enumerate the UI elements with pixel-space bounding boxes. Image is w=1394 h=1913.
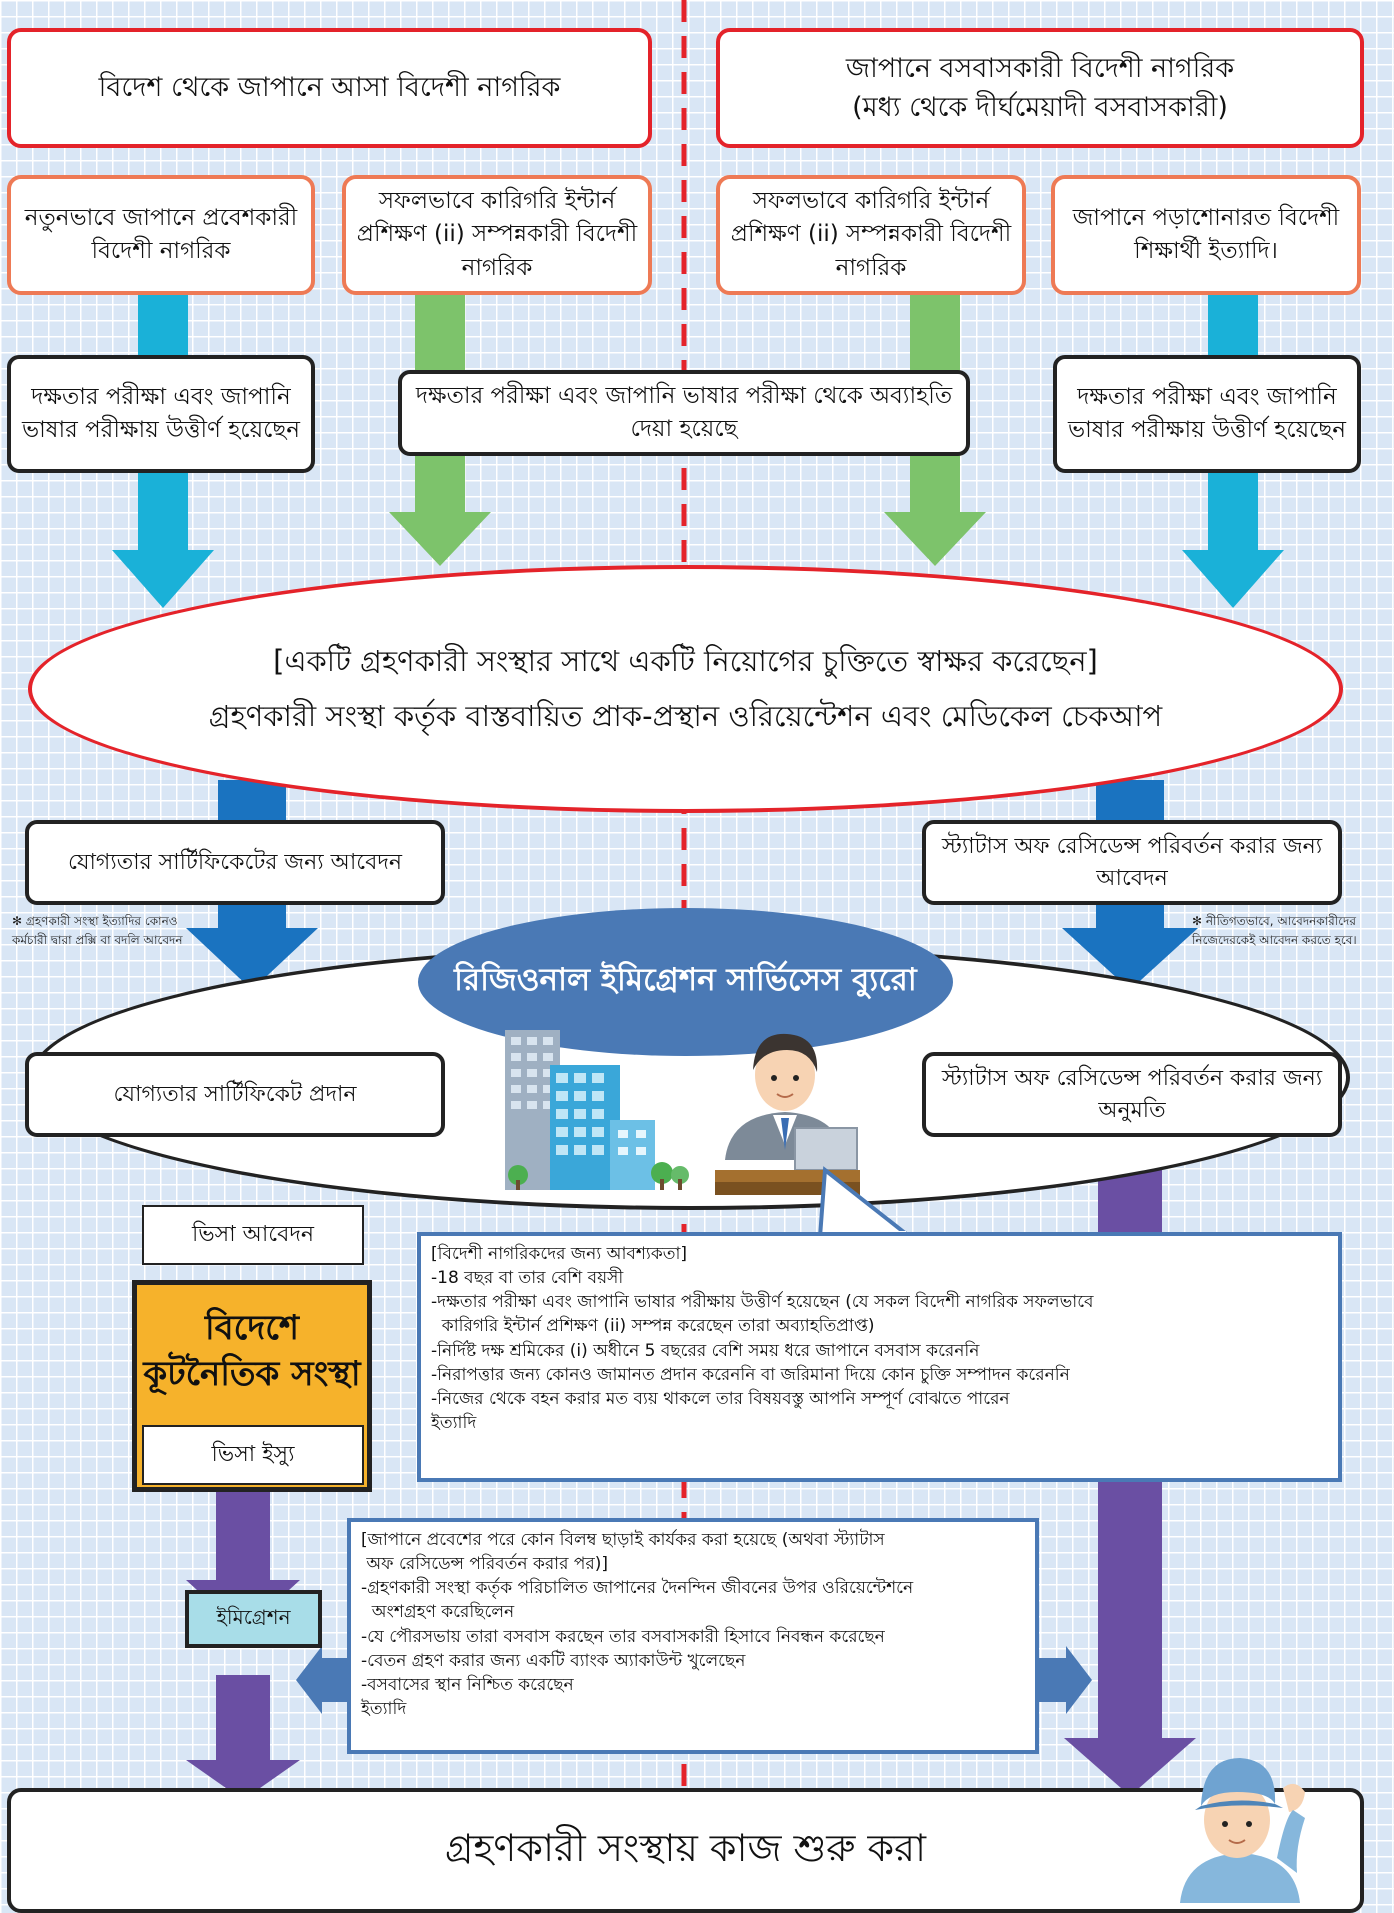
requirements-box: [বিদেশী নাগরিকদের জন্য আবশ্যকতা] -18 বছর … [417, 1232, 1342, 1482]
immigration-box: ইমিগ্রেশন [185, 1590, 322, 1648]
requirements-line: কারিগরি ইন্টার্ন প্রশিক্ষণ (ii) সম্পন্ন … [431, 1316, 875, 1337]
arrow-left-cyan-head [112, 550, 214, 608]
source-tit-left: সফলভাবে কারিগরি ইন্টার্ন প্রশিক্ষণ (ii) … [342, 175, 652, 295]
coe-apply-text: যোগ্যতার সার্টিফিকেটের জন্য আবেদন [67, 849, 403, 875]
self-apply-note: ✻ নীতিগতভাবে, আবেদনকারীদের নিজেদেরকেই আব… [1192, 914, 1357, 947]
arrow-right-cyan-head [1182, 550, 1284, 608]
source-new-entrant: নতুনভাবে জাপানে প্রবেশকারী বিদেশী নাগরিক [7, 175, 315, 295]
requirements-line: ইত্যাদি [431, 1412, 477, 1433]
exam-passed-right-text: দক্ষতার পরীক্ষা এবং জাপানি ভাষার পরীক্ষা… [1067, 383, 1347, 443]
exam-exempt: দক্ষতার পরীক্ষা এবং জাপানি ভাষার পরীক্ষা… [398, 370, 970, 456]
arrow-immig-purple-shaft [216, 1675, 270, 1765]
visa-apply-text: ভিসা আবেদন [191, 1221, 315, 1247]
bureau-title: রিজিওনাল ইমিগ্রেশন সার্ভিসেস ব্যুরো [454, 962, 917, 998]
requirements-line: -18 বছর বা তার বেশি বয়সী [431, 1268, 624, 1289]
right-pointer-arrow [1036, 1646, 1092, 1714]
final-box: গ্রহণকারী সংস্থায় কাজ শুরু করা [7, 1788, 1364, 1913]
exam-passed-right: দক্ষতার পরীক্ষা এবং জাপানি ভাষার পরীক্ষা… [1053, 355, 1361, 473]
after-entry-line: ইত্যাদি [361, 1698, 407, 1719]
exam-passed-left-text: দক্ষতার পরীক্ষা এবং জাপানি ভাষার পরীক্ষা… [21, 383, 301, 443]
coe-apply-box: যোগ্যতার সার্টিফিকেটের জন্য আবেদন [25, 820, 445, 905]
source-tit-right-text: সফলভাবে কারিগরি ইন্টার্ন প্রশিক্ষণ (ii) … [730, 187, 1012, 281]
arrow-left-blue-head [186, 928, 318, 990]
source-new-entrant-text: নতুনভাবে জাপানে প্রবেশকারী বিদেশী নাগরিক [24, 204, 298, 264]
visa-apply-box: ভিসা আবেদন [142, 1205, 364, 1265]
requirements-line: -নিরাপত্তার জন্য কোনও জামানত প্রদান করেন… [431, 1364, 1070, 1385]
after-entry-line: [জাপানে প্রবেশের পরে কোন বিলম্ব ছাড়াই ক… [361, 1530, 885, 1550]
status-change-apply-box: স্ট্যাটাস অফ রেসিডেন্স পরিবর্তন করার জন্… [922, 820, 1342, 905]
left-pointer-arrow [296, 1646, 352, 1714]
after-entry-line: -যে পৌরসভায় তারা বসবাস করছেন তার বসবাসক… [361, 1626, 885, 1647]
buildings-icon [505, 1030, 689, 1190]
right-title-line2: (মধ্য থেকে দীর্ঘমেয়াদী বসবাসকারী) [852, 92, 1228, 123]
requirements-line: [বিদেশী নাগরিকদের জন্য আবশ্যকতা] [431, 1244, 688, 1264]
worker-icon [1180, 1758, 1305, 1903]
after-entry-line: -গ্রহণকারী সংস্থা কর্তৃক পরিচালিত জাপানে… [361, 1578, 914, 1599]
after-entry-box: [জাপানে প্রবেশের পরে কোন বিলম্ব ছাড়াই ক… [347, 1518, 1039, 1754]
requirements-line: -দক্ষতার পরীক্ষা এবং জাপানি ভাষার পরীক্ষ… [431, 1292, 1094, 1313]
visa-issue-box: ভিসা ইস্যু [142, 1425, 364, 1485]
arrow-visa-purple-shaft [216, 1490, 270, 1585]
right-title-box: জাপানে বসবাসকারী বিদেশী নাগরিক (মধ্য থেক… [716, 28, 1364, 148]
right-title-line1: জাপানে বসবাসকারী বিদেশী নাগরিক [845, 52, 1235, 84]
contract-line2: গ্রহণকারী সংস্থা কর্তৃক বাস্তবায়িত প্রা… [208, 699, 1163, 733]
source-students: জাপানে পড়াশোনারত বিদেশী শিক্ষার্থী ইত্য… [1051, 175, 1361, 295]
after-entry-line: অংশগ্রহণ করেছিলেন [361, 1602, 515, 1623]
source-tit-right: সফলভাবে কারিগরি ইন্টার্ন প্রশিক্ষণ (ii) … [716, 175, 1026, 295]
after-entry-line: -বসবাসের স্থান নিশ্চিত করেছেন [361, 1674, 574, 1695]
status-change-permit-box: স্ট্যাটাস অফ রেসিডেন্স পরিবর্তন করার জন্… [922, 1052, 1342, 1137]
embassy-title: বিদেশে কূটনৈতিক সংস্থা [143, 1308, 361, 1395]
arrow-green-2-head [884, 512, 986, 566]
requirements-line: -নিজের থেকে বহন করার মত ব্যয় থাকলে তার … [431, 1388, 1010, 1409]
source-tit-left-text: সফলভাবে কারিগরি ইন্টার্ন প্রশিক্ষণ (ii) … [356, 187, 638, 281]
visa-issue-text: ভিসা ইস্যু [211, 1441, 295, 1467]
arrow-right-blue-head [1062, 928, 1198, 990]
exam-passed-left: দক্ষতার পরীক্ষা এবং জাপানি ভাষার পরীক্ষা… [7, 355, 315, 473]
arrow-immig-purple-head [186, 1760, 300, 1800]
left-title-box: বিদেশ থেকে জাপানে আসা বিদেশী নাগরিক [7, 28, 652, 148]
after-entry-line: -বেতন গ্রহণ করার জন্য একটি ব্যাংক অ্যাকা… [361, 1650, 746, 1671]
coe-issue-text: যোগ্যতার সার্টিফিকেট প্রদান [113, 1081, 357, 1107]
speech-tail [817, 1166, 916, 1240]
left-title: বিদেশ থেকে জাপানে আসা বিদেশী নাগরিক [98, 72, 561, 104]
requirements-line: -নির্দিষ্ট দক্ষ শ্রমিকের (i) অধীনে 5 বছর… [431, 1340, 980, 1361]
status-change-permit-text: স্ট্যাটাস অফ রেসিডেন্স পরিবর্তন করার জন্… [941, 1065, 1323, 1123]
final-text: গ্রহণকারী সংস্থায় কাজ শুরু করা [444, 1825, 927, 1870]
source-students-text: জাপানে পড়াশোনারত বিদেশী শিক্ষার্থী ইত্য… [1072, 204, 1340, 264]
status-change-apply-text: স্ট্যাটাস অফ রেসিডেন্স পরিবর্তন করার জন্… [941, 833, 1323, 891]
proxy-note: ✻ গ্রহণকারী সংস্থা ইত্যাদির কোনও কর্মচার… [12, 914, 183, 947]
coe-issue-box: যোগ্যতার সার্টিফিকেট প্রদান [25, 1052, 445, 1137]
contract-ellipse: [একটি গ্রহণকারী সংস্থার সাথে একটি নিয়োগ… [28, 565, 1343, 813]
arrow-green-1-head [389, 512, 491, 566]
exam-exempt-text: দক্ষতার পরীক্ষা এবং জাপানি ভাষার পরীক্ষা… [415, 382, 953, 442]
immigration-text: ইমিগ্রেশন [216, 1604, 291, 1629]
after-entry-line: অফ রেসিডেন্স পরিবর্তন করার পর)] [361, 1554, 609, 1575]
contract-line1: [একটি গ্রহণকারী সংস্থার সাথে একটি নিয়োগ… [273, 643, 1098, 678]
arrow-right-purple-head [1064, 1738, 1196, 1796]
